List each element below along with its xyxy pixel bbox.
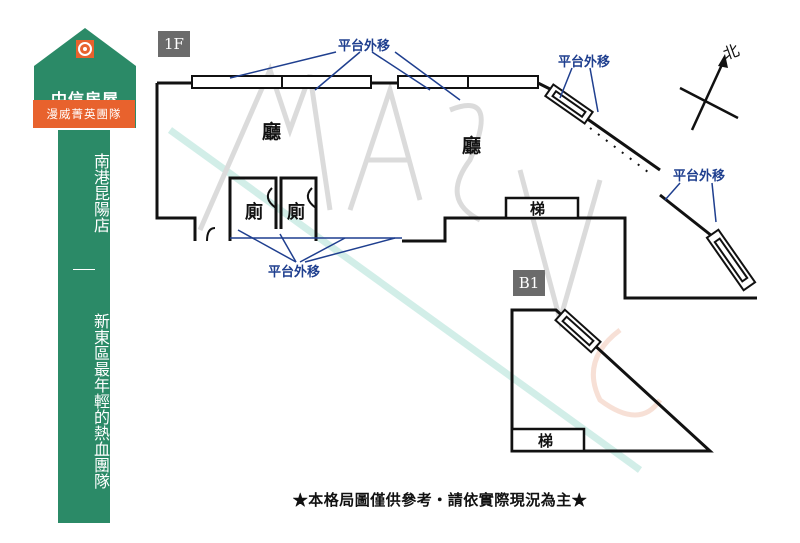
balcony-label-upper-right: 平台外移 [558,54,610,70]
first-floor-stair-label: 梯 [530,200,545,218]
watermark [167,63,663,473]
compass-north-label: 北 [720,40,742,63]
store-slogan: 新東區最年輕的熱血團隊 [91,313,110,489]
disclaimer-note: ★本格局圖僅供參考・請依實際現況為主★ [292,491,588,509]
brand-team: 漫威菁英團隊 [33,100,135,128]
first-floor-doors [206,187,317,242]
basement-window [554,308,602,354]
compass-icon [679,54,739,131]
floor-badge-1f: 1F [158,31,190,57]
basement-stair-label: 梯 [538,432,553,450]
first-floor-windows [191,75,757,292]
store-banner: 南港昆陽店 新東區最年輕的熱血團隊 [58,130,110,523]
dashed-wall [589,127,649,173]
balcony-label-top: 平台外移 [338,38,390,54]
banner-divider [73,269,95,270]
balcony-leader-lines [229,51,717,263]
living-room-label-1: 廳 [262,120,281,143]
basement-stair-box [510,427,586,453]
balcony-label-right: 平台外移 [673,168,725,184]
first-floor-stair-box [504,196,580,220]
balcony-label-bottom: 平台外移 [268,264,320,280]
basement-walls [510,308,714,453]
toilet-label-2: 廁 [287,201,305,223]
living-room-label-2: 廳 [462,134,481,157]
toilet-label-1: 廁 [245,201,263,223]
store-name: 南港昆陽店 [91,153,110,233]
floor-badge-b1: B1 [513,270,545,296]
